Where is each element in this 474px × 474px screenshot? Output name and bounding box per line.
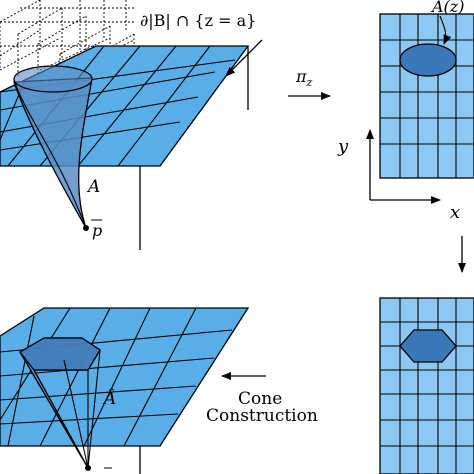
panel-bottom-right-polygon — [379, 297, 474, 474]
plane-legs — [139, 46, 249, 250]
label-axis-y: y — [337, 136, 349, 157]
panel-bottom-left-cone: Â — [0, 307, 250, 474]
label-set-A: A — [86, 177, 100, 197]
polygon-grid-rect — [379, 297, 474, 474]
projection-arrow-group: πz — [288, 67, 331, 100]
cone-edges — [19, 349, 101, 469]
label-cone-line1: Cone — [238, 389, 282, 409]
point-p-dot-bottom — [85, 465, 91, 471]
cone-top-ellipse — [13, 65, 93, 93]
panel-top-right-projection: A(z) y x — [337, 0, 474, 223]
dotted-voxel-grid — [0, 0, 135, 96]
panel-top-left-3d-set: ∂|B| ∩ {z = a} A p — [0, 0, 263, 250]
label-axis-x: x — [450, 202, 460, 223]
label-boundary-intersection: ∂|B| ∩ {z = a} — [140, 11, 256, 30]
label-point-p: p — [92, 221, 102, 240]
label-set-A-hat: Â — [102, 388, 116, 409]
projected-polygon-hexagon — [399, 329, 457, 363]
label-projected-set: A(z) — [430, 0, 464, 16]
cone-construction-arrow-group: Cone Construction — [206, 372, 318, 426]
projected-set-ellipse — [399, 43, 457, 77]
projected-set-pointer — [439, 15, 452, 45]
boundary-pointer-arrow — [225, 39, 263, 77]
label-cone-line2: Construction — [206, 406, 318, 426]
label-projection-map: πz — [295, 67, 313, 89]
point-p-dot — [83, 225, 89, 231]
polygon-grid-lines — [380, 298, 474, 474]
projection-grid-rect — [379, 13, 474, 179]
